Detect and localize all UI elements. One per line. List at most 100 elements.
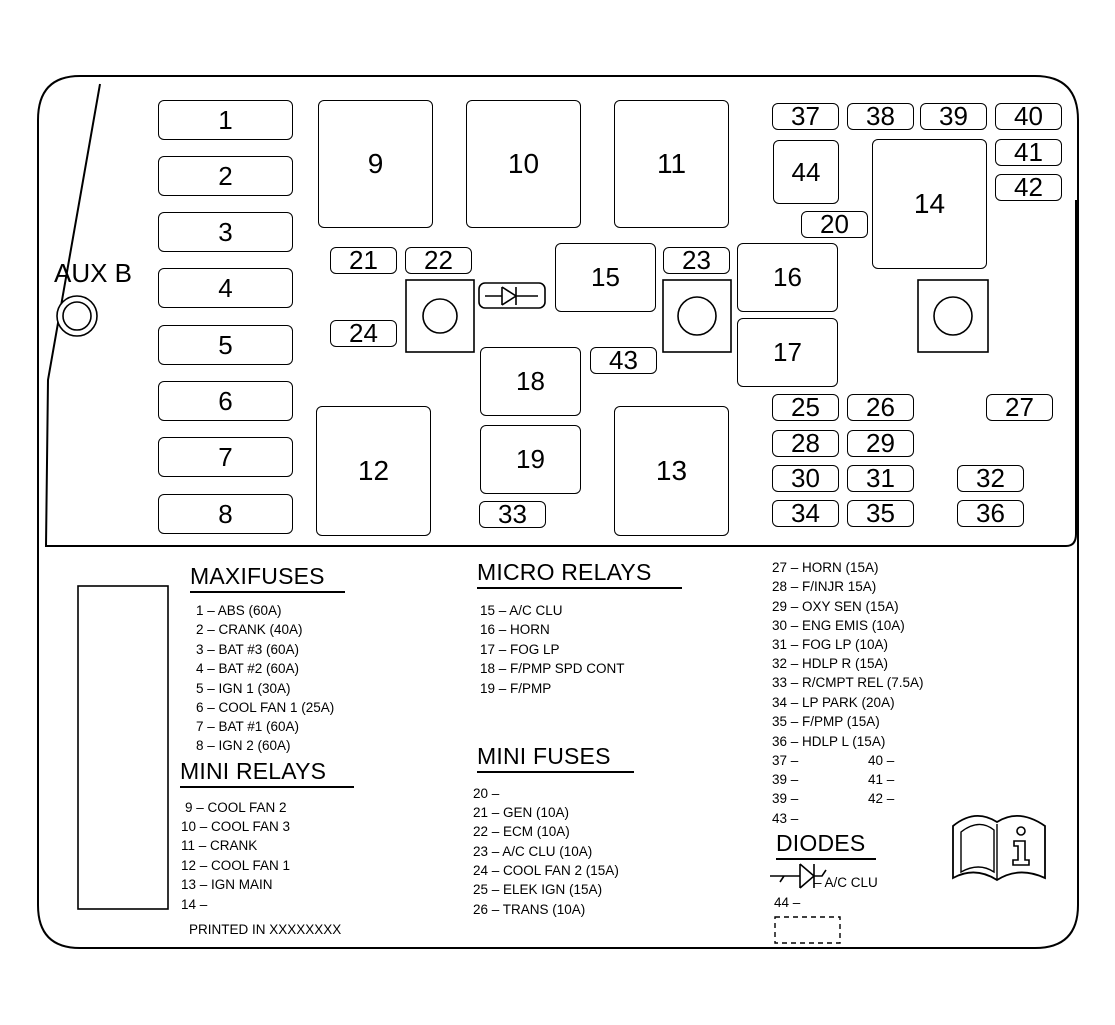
diode-icon bbox=[770, 863, 827, 889]
slot-label: 27 bbox=[1005, 392, 1034, 422]
slot-label: 28 bbox=[791, 428, 820, 458]
maxifuse-slot-5: 5 bbox=[158, 325, 293, 365]
fuse-legend-item: 27 – HORN (15A) bbox=[772, 560, 879, 575]
micro-relay-slot-16: 16 bbox=[737, 243, 838, 312]
slot-label: 12 bbox=[357, 455, 390, 486]
maxifuse-slot-7: 7 bbox=[158, 437, 293, 477]
mini-fuse-slot-22: 22 bbox=[405, 245, 472, 275]
fuse-legend-item: 28 – F/INJR 15A) bbox=[772, 579, 877, 594]
mini-relay-slot-11: 11 bbox=[614, 100, 729, 228]
mini-fuse-slot-39: 39 bbox=[920, 101, 987, 131]
maxifuse-slot-3: 3 bbox=[158, 212, 293, 252]
fuse-legend-item: 35 – F/PMP (15A) bbox=[772, 714, 880, 729]
slot-label: 19 bbox=[516, 444, 545, 474]
slot-label: 26 bbox=[866, 392, 895, 422]
slot-label: 11 bbox=[656, 148, 687, 179]
printed-in-text: PRINTED IN XXXXXXXX bbox=[189, 922, 342, 937]
micro-relays-heading: MICRO RELAYS bbox=[477, 559, 652, 585]
slot-label: 6 bbox=[218, 385, 233, 416]
mini-fuse-slot-42: 42 bbox=[995, 172, 1062, 202]
mini-fuse-legend-item: 26 – TRANS (10A) bbox=[473, 902, 586, 917]
maxifuse-legend-item: 7 – BAT #1 (60A) bbox=[196, 719, 300, 734]
fuse-legend-item: 41 – bbox=[868, 772, 895, 787]
micro-relay-legend-item: 15 – A/C CLU bbox=[480, 603, 563, 618]
fuse-legend-item: 39 – bbox=[772, 772, 799, 787]
slot-label: 17 bbox=[773, 337, 802, 367]
slot-label: 29 bbox=[866, 428, 895, 458]
micro-relay-legend-item: 16 – HORN bbox=[480, 622, 550, 637]
micro-relay-legend-item: 18 – F/PMP SPD CONT bbox=[480, 661, 625, 676]
slot-label: 1 bbox=[218, 104, 233, 135]
slot-label: 20 bbox=[820, 209, 849, 239]
mini-relay-slot-10: 10 bbox=[466, 100, 581, 228]
maxifuse-legend-item: 4 – BAT #2 (60A) bbox=[196, 661, 300, 676]
slot-label: 8 bbox=[218, 498, 233, 529]
diode-legend-item: 44 – bbox=[774, 895, 801, 910]
maxifuse-slot-1: 1 bbox=[158, 100, 293, 140]
relay-stud-left bbox=[405, 279, 475, 353]
mini-relay-slot-13: 13 bbox=[614, 406, 729, 536]
fuse-legend-item: 40 – bbox=[868, 753, 895, 768]
micro-relay-legend-item: 19 – F/PMP bbox=[480, 681, 552, 696]
slot-label: 44 bbox=[791, 156, 821, 187]
maxifuse-legend-item: 3 – BAT #3 (60A) bbox=[196, 642, 300, 657]
slot-label: 41 bbox=[1014, 137, 1043, 167]
maxifuse-legend-item: 8 – IGN 2 (60A) bbox=[196, 738, 291, 753]
mini-relay-legend-item: 12 – COOL FAN 1 bbox=[181, 858, 291, 873]
legend-label-panel bbox=[77, 585, 169, 910]
slot-label: 9 bbox=[367, 148, 384, 179]
slot-label: 16 bbox=[773, 262, 802, 292]
mini-fuse-slot-37: 37 bbox=[772, 101, 839, 131]
mini-fuse-slot-21: 21 bbox=[330, 245, 397, 275]
slot-label: 7 bbox=[218, 441, 233, 472]
slot-label: 22 bbox=[424, 245, 453, 275]
mini-fuse-legend-item: 25 – ELEK IGN (15A) bbox=[473, 882, 603, 897]
fuse-legend-item: 33 – R/CMPT REL (7.5A) bbox=[772, 675, 924, 690]
fuse-legend-item: 31 – FOG LP (10A) bbox=[772, 637, 889, 652]
fuse-legend-item: 39 – bbox=[772, 791, 799, 806]
maxifuse-legend-item: 1 – ABS (60A) bbox=[196, 603, 282, 618]
fuse-legend-item: 29 – OXY SEN (15A) bbox=[772, 599, 899, 614]
mini-fuse-slot-41: 41 bbox=[995, 137, 1062, 167]
slot-label: 25 bbox=[791, 392, 820, 422]
mini-fuse-slot-43: 43 bbox=[590, 345, 657, 375]
mini-fuse-slot-38: 38 bbox=[847, 101, 914, 131]
slot-label: 4 bbox=[218, 272, 233, 303]
slot-label: 40 bbox=[1014, 101, 1043, 131]
mini-relay-legend-item: 14 – bbox=[181, 897, 208, 912]
slot-label: 21 bbox=[349, 245, 378, 275]
fuse-legend-item: 30 – ENG EMIS (10A) bbox=[772, 618, 905, 633]
maxifuse-legend-item: 5 – IGN 1 (30A) bbox=[196, 681, 291, 696]
diodes-heading: DIODES bbox=[776, 830, 866, 856]
maxifuse-slot-4: 4 bbox=[158, 268, 293, 308]
mini-relay-legend-item: 13 – IGN MAIN bbox=[181, 877, 273, 892]
slot-label: 2 bbox=[218, 160, 233, 191]
fuse-legend-item: 37 – bbox=[772, 753, 799, 768]
diodes-underline bbox=[776, 858, 876, 860]
mini-fuse-legend-item: 22 – ECM (10A) bbox=[473, 824, 570, 839]
mini-fuse-legend-item: 21 – GEN (10A) bbox=[473, 805, 570, 820]
mini-relay-slot-12: 12 bbox=[316, 406, 431, 536]
maxifuse-slot-6: 6 bbox=[158, 381, 293, 421]
mini-relay-legend-item: 9 – COOL FAN 2 bbox=[185, 800, 287, 815]
slot-label: 23 bbox=[682, 245, 711, 275]
mini-fuse-slot-26: 26 bbox=[847, 392, 914, 422]
slot-label: 35 bbox=[866, 498, 895, 528]
slot-label: 3 bbox=[218, 216, 233, 247]
mini-fuse-slot-24: 24 bbox=[330, 318, 397, 348]
slot-label: 39 bbox=[939, 101, 968, 131]
slot-label: 5 bbox=[218, 329, 233, 360]
relay-stud-right bbox=[917, 279, 989, 353]
fuse-legend-item: 42 – bbox=[868, 791, 895, 806]
mini-fuse-slot-44: 44 bbox=[773, 140, 839, 204]
mini-fuse-slot-32: 32 bbox=[957, 463, 1024, 493]
diode-44-placeholder bbox=[774, 916, 841, 944]
slot-label: 43 bbox=[609, 345, 638, 375]
micro-relay-legend-item: 17 – FOG LP bbox=[480, 642, 560, 657]
mini-fuse-slot-33: 33 bbox=[479, 499, 546, 529]
slot-label: 31 bbox=[866, 463, 895, 493]
slot-label: 42 bbox=[1014, 172, 1043, 202]
diode-slot-icon bbox=[478, 282, 546, 309]
mini-fuses-underline bbox=[477, 771, 634, 773]
mini-fuse-slot-23: 23 bbox=[663, 245, 730, 275]
